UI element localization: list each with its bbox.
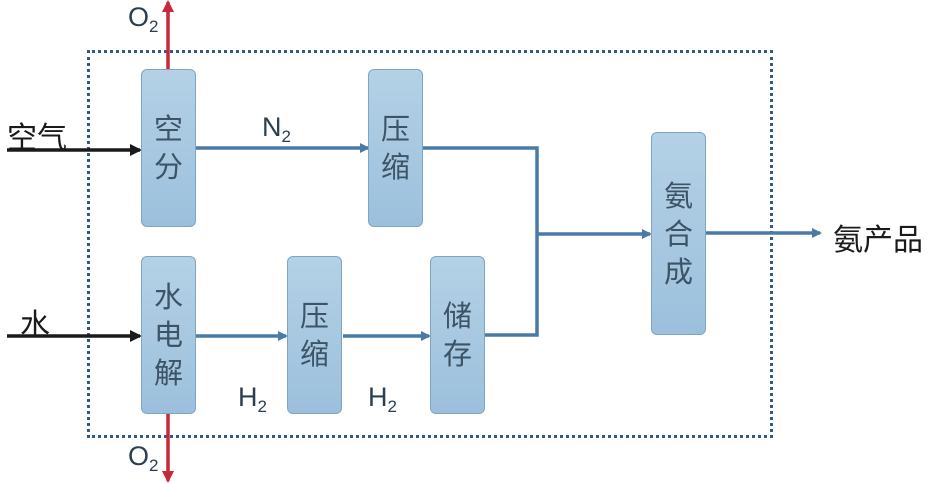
box-char: 压 [299,299,329,333]
storage-box: 储 存 [430,256,485,414]
electrolysis-box: 水 电 解 [141,256,196,414]
air-separation-box: 空 分 [141,69,196,227]
ammonia-product-label: 氨产品 [833,223,923,258]
box-char: 缩 [380,150,410,184]
n2-merge-line [423,146,539,337]
box-char: 解 [153,356,183,390]
o2-bottom-label: O2 [128,441,159,475]
box-char: 氨 [663,178,693,213]
box-char: 缩 [299,337,329,371]
box-char: 电 [153,318,183,352]
h2-label-2: H2 [368,382,397,416]
box-char: 压 [380,112,410,146]
box-char: 合 [663,216,693,251]
box-char: 分 [153,150,183,184]
water-input-label: 水 [20,308,50,343]
box-char: 空 [153,112,183,146]
ammonia-synthesis-box: 氨 合 成 [651,132,706,335]
box-char: 水 [153,280,183,314]
box-char: 存 [442,337,472,371]
h2-compression-box: 压 缩 [287,256,342,414]
system-boundary [87,50,773,438]
box-char: 储 [442,299,472,333]
n2-compression-box: 压 缩 [368,69,423,227]
air-input-label: 空气 [7,121,67,156]
n2-label: N2 [262,112,291,146]
h2-label-1: H2 [238,382,267,416]
o2-top-label: O2 [128,2,159,36]
box-char: 成 [663,254,693,289]
